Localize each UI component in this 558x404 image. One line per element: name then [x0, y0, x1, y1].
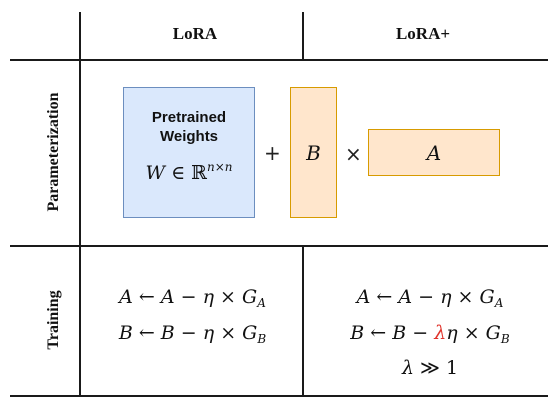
matrix-a-box: A	[368, 129, 500, 176]
row-label-training: Training	[45, 290, 62, 350]
row-label-divider	[79, 12, 81, 396]
top-rule	[10, 59, 548, 61]
times-operator: ×	[345, 142, 362, 166]
weight-formula: W ∈ ℝn×n	[145, 160, 233, 184]
middle-rule	[10, 245, 548, 247]
pretrained-title: Pretrained Weights	[151, 109, 227, 145]
lora-update-a: A ← A − η × GA	[119, 286, 266, 310]
matrix-b-box: B	[290, 87, 337, 218]
matrix-a-label: A	[426, 140, 442, 165]
header-lora: LoRA	[172, 24, 218, 43]
row-label-parameterization: Parameterization	[45, 92, 62, 212]
plus-operator: +	[264, 141, 281, 165]
lora-update-b: B ← B − η × GB	[118, 322, 267, 346]
training-column-divider	[302, 246, 304, 396]
lambda-highlight: λ	[434, 322, 447, 344]
lambda-condition: λ ≫ 1	[401, 357, 459, 379]
loraplus-update-b: B ← B − λη × GB	[350, 322, 510, 346]
header-lora-plus: LoRA+	[395, 24, 451, 43]
loraplus-update-a: A ← A − η × GA	[356, 286, 504, 310]
matrix-b-label: B	[306, 140, 321, 165]
header-column-divider	[302, 12, 304, 59]
bottom-rule	[10, 395, 548, 397]
pretrained-weights-box: Pretrained Weights W ∈ ℝn×n	[123, 87, 255, 218]
